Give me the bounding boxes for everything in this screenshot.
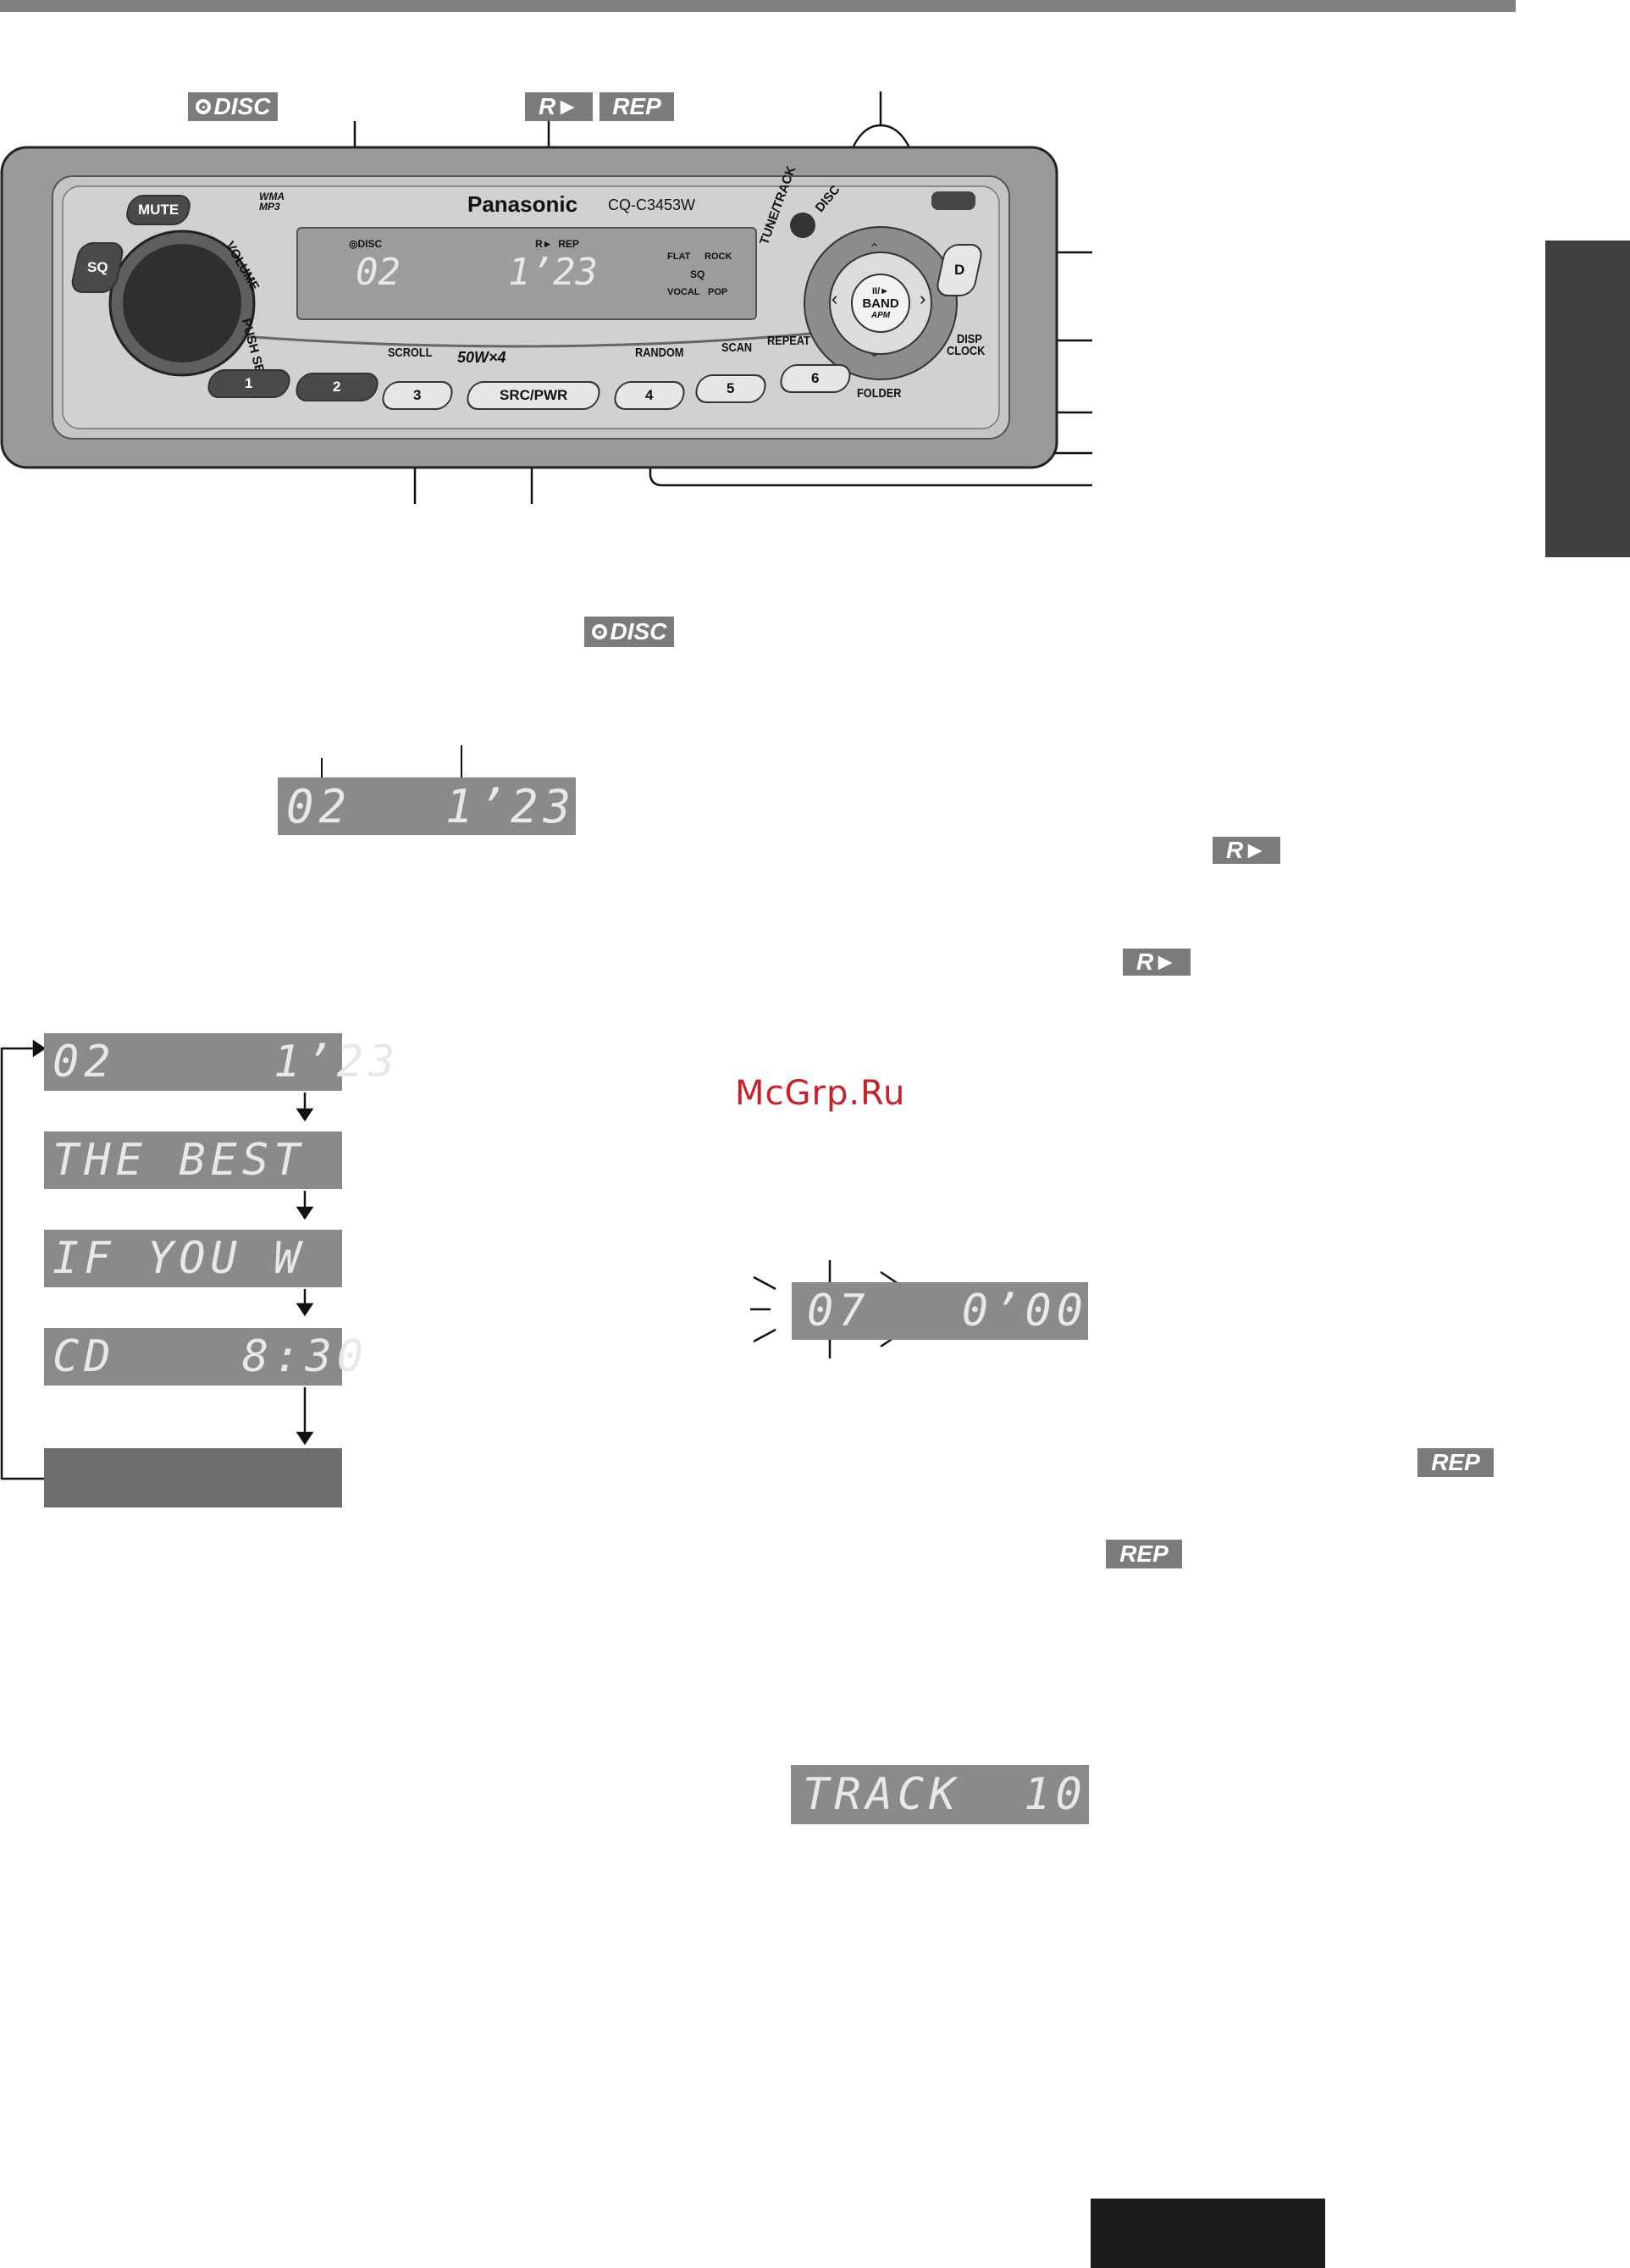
brand-logo: Panasonic (467, 191, 578, 217)
folder-label: FOLDER (857, 386, 902, 401)
display-cycle-arrows (0, 1039, 314, 1480)
display-example: 02 1’23 (278, 777, 576, 835)
cycle-display-1: 02 1’23 (44, 1033, 395, 1091)
display-example-time: 1’23 (445, 779, 576, 833)
display-elapsed-time: 1’23 (508, 251, 598, 294)
cycle-display-2: THE BEST (44, 1131, 342, 1189)
disc-icon (195, 99, 211, 114)
clock-label: CLOCK (947, 344, 986, 358)
right-arrow-icon[interactable]: › (920, 288, 926, 309)
model-number: CQ-C3453W (608, 196, 696, 213)
display-rrep-indicator: R► REP (535, 238, 579, 250)
display-track-number: 02 (356, 251, 401, 294)
preset-2-button[interactable]: 2 (293, 373, 381, 401)
left-arrow-icon[interactable]: ‹ (832, 288, 838, 309)
band-button[interactable]: II/► BAND APM (862, 286, 899, 320)
cycle-display-3: IF YOU W (44, 1230, 342, 1287)
disc-badge-inline: DISC (584, 617, 674, 647)
random-badge-top: R► (525, 92, 593, 121)
top-rule (0, 0, 1516, 12)
repeat-badge-top: REP (600, 92, 674, 121)
page-number-box (1091, 2199, 1325, 2268)
preset-3-button[interactable]: 3 (379, 381, 456, 410)
power-output-label: 50W×4 (457, 349, 506, 366)
direct-select-track: 07 (807, 1286, 870, 1336)
side-tab (1545, 241, 1630, 557)
disc-badge-top: DISC (188, 92, 278, 121)
cycle-display-5 (44, 1448, 342, 1507)
mute-button[interactable]: MUTE (124, 195, 193, 225)
disc-icon (591, 624, 607, 639)
scroll-label: SCROLL (388, 346, 433, 360)
scan-label: SCAN (721, 340, 753, 355)
up-arrow-icon[interactable]: ‹ (867, 242, 882, 247)
random-label: RANDOM (635, 346, 684, 360)
repeat-label: REPEAT (767, 334, 810, 348)
display-example-track: 02 (286, 779, 352, 833)
track-number-display: TRACK 10 (791, 1765, 1089, 1824)
display-example-callouts (321, 745, 462, 779)
watermark-text: McGrp.Ru (735, 1074, 906, 1113)
display-disc-indicator: ◎DISC (349, 238, 383, 250)
random-badge-2: R► (1123, 949, 1191, 976)
direct-select-display: 07 0’00 (792, 1282, 1088, 1340)
preset-1-button[interactable]: 1 (205, 369, 293, 398)
sq-indicator: FLAT ROCK SQ VOCAL POP (667, 252, 732, 297)
src-pwr-button[interactable]: SRC/PWR (464, 381, 603, 410)
preset-6-button[interactable]: 6 (777, 364, 854, 393)
car-stereo-faceplate: ◎DISC R► REP 02 1’23 FLAT ROCK SQ VOCAL … (0, 142, 1060, 473)
random-badge-1: R► (1213, 837, 1280, 864)
repeat-badge-2: REP (1106, 1540, 1182, 1568)
repeat-badge-1: REP (1417, 1448, 1494, 1477)
down-arrow-icon[interactable]: › (867, 352, 882, 357)
direct-select-time: 0’00 (961, 1286, 1088, 1336)
disp-label: DISP (957, 332, 982, 346)
faceplate-display (296, 227, 757, 320)
preset-5-button[interactable]: 5 (693, 374, 769, 403)
cycle-display-4: CD 8:30 (44, 1328, 363, 1386)
wma-mp3-logo: WMA MP3 (259, 191, 285, 213)
preset-4-button[interactable]: 4 (611, 381, 688, 410)
